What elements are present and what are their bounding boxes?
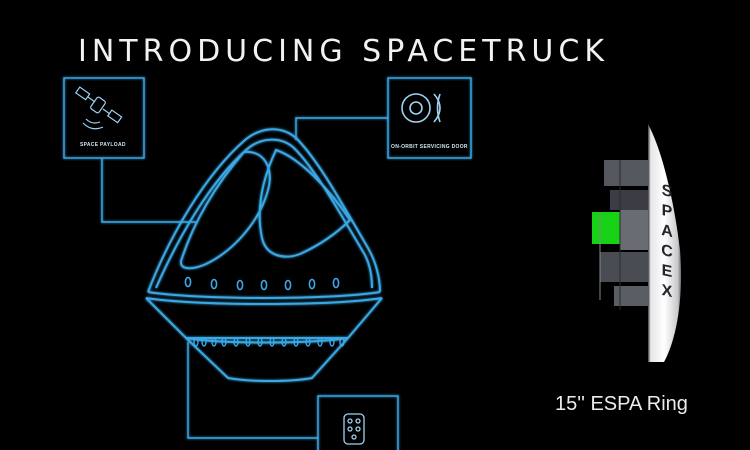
thruster-leader-line: [187, 342, 318, 439]
payload-leader-line: [101, 158, 196, 223]
thruster-icon: [343, 413, 365, 445]
spacex-wordmark: S P A C E X: [653, 179, 681, 305]
satellite-icon: [74, 86, 123, 130]
espa-ring-image: [592, 124, 682, 362]
espa-ring-label: 15'' ESPA Ring: [555, 393, 688, 415]
payload-label: SPACE PAYLOAD: [80, 142, 126, 148]
thruster-box: [317, 395, 399, 450]
door-label: ON-ORBIT SERVICING DOOR: [391, 144, 468, 150]
slide-title: INTRODUCING SPACETRUCK: [78, 34, 610, 69]
capsule-outline: [145, 128, 383, 382]
payload-box: [63, 77, 145, 159]
servicing-door-icon: [401, 93, 441, 123]
payload-callout: [63, 77, 196, 223]
upper-port-row: [184, 276, 340, 291]
door-leader-line: [295, 117, 388, 140]
thruster-callout: [187, 342, 399, 450]
green-panel: [592, 212, 620, 244]
lower-port-row: [193, 337, 345, 347]
door-callout: [295, 77, 472, 159]
